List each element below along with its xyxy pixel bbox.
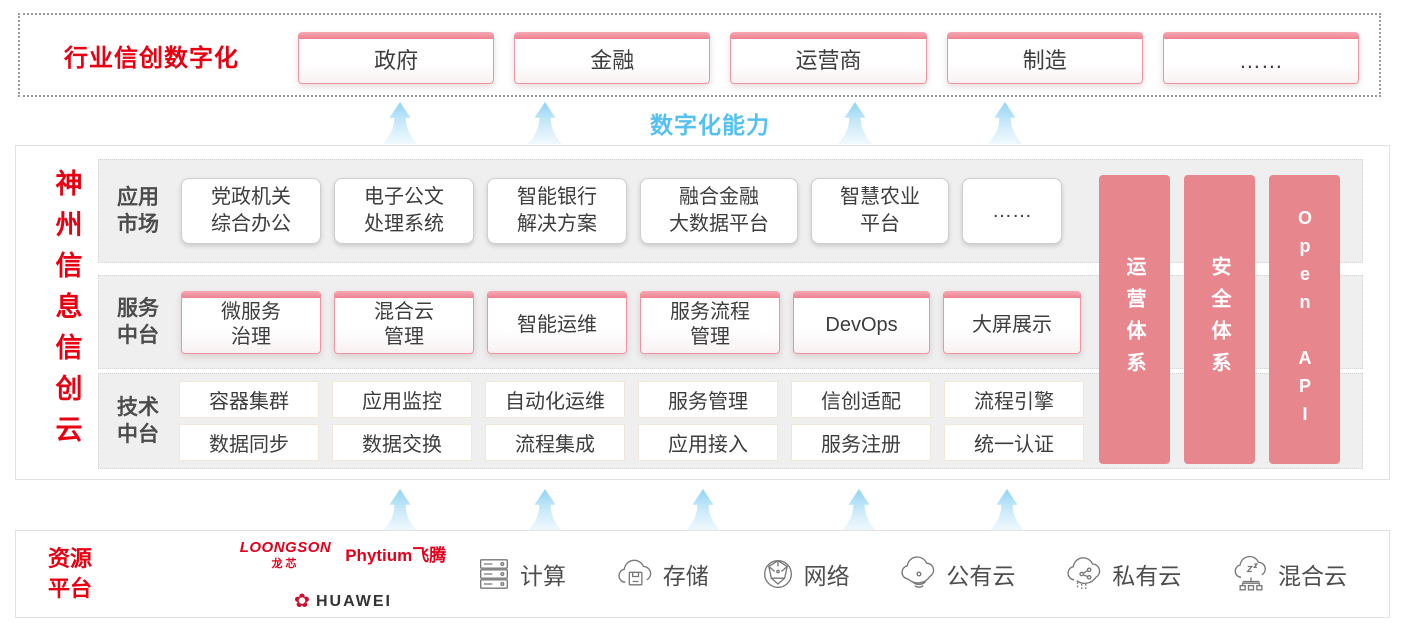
- side-bar-open-api[interactable]: Open API: [1269, 175, 1340, 464]
- banner-title: 行业信创数字化: [64, 44, 239, 72]
- service-box-microservice[interactable]: 微服务 治理: [181, 290, 321, 354]
- resource-label: 计算: [520, 563, 566, 589]
- row-label-tech-platform: 技术 中台: [117, 395, 159, 446]
- tech-box-data-exchange[interactable]: 数据交换: [332, 424, 472, 461]
- service-box-intelligent-ops[interactable]: 智能运维: [487, 290, 627, 354]
- resource-title: 资源 平台: [48, 546, 93, 601]
- row-application-market: 应用 市场 党政机关 综合办公 电子公文 处理系统 智能银行 解决方案 融合金融…: [98, 159, 1363, 263]
- resource-label: 私有云: [1112, 563, 1182, 589]
- service-box-big-screen[interactable]: 大屏展示: [943, 290, 1081, 354]
- app-box-finance-bigdata[interactable]: 融合金融 大数据平台: [640, 178, 798, 244]
- up-arrow-icon: [527, 102, 563, 144]
- up-arrow-icon: [685, 489, 721, 531]
- platform-title: 神州信息信创云: [51, 169, 82, 456]
- network-icon: [763, 559, 792, 588]
- application-box-list: 党政机关 综合办公 电子公文 处理系统 智能银行 解决方案 融合金融 大数据平台…: [181, 178, 1062, 244]
- up-arrow-icon: [527, 489, 563, 531]
- row-service-platform: 服务 中台 微服务 治理 混合云 管理 智能运维 服务流程 管理 DevOps …: [98, 275, 1363, 369]
- app-box-smart-agriculture[interactable]: 智慧农业 平台: [811, 178, 949, 244]
- loongson-wordmark: LOONGSON: [239, 539, 332, 556]
- platform-panel: 神州信息信创云 应用 市场 党政机关 综合办公 电子公文 处理系统 智能银行 解…: [15, 145, 1390, 480]
- tech-box-unified-auth[interactable]: 统一认证: [944, 424, 1084, 461]
- industry-banner: 行业信创数字化 政府 金融 运营商 制造 ……: [18, 13, 1381, 97]
- resource-item-hybrid-cloud[interactable]: 混合云: [1230, 554, 1347, 594]
- resource-label: 网络: [803, 563, 850, 589]
- industry-box-more[interactable]: ……: [1162, 32, 1360, 84]
- tech-box-service-registry[interactable]: 服务注册: [791, 424, 931, 461]
- service-box-hybrid-cloud-mgmt[interactable]: 混合云 管理: [334, 290, 474, 354]
- private-cloud-icon: [1067, 557, 1101, 589]
- industry-box-operator[interactable]: 运营商: [730, 32, 927, 84]
- resource-item-list: 计算 存储 网络 公有云: [474, 531, 1347, 617]
- loongson-chinese: 龙芯: [271, 558, 300, 570]
- tech-box-process-engine[interactable]: 流程引擎: [944, 381, 1084, 418]
- up-arrow-icon: [837, 102, 873, 144]
- resource-item-storage[interactable]: 存储: [615, 554, 709, 594]
- app-box-edoc-system[interactable]: 电子公文 处理系统: [334, 178, 474, 244]
- up-arrow-icon: [382, 489, 418, 531]
- app-box-more[interactable]: ……: [962, 178, 1062, 244]
- resource-label: 混合云: [1277, 563, 1347, 589]
- compute-icon: [480, 559, 508, 589]
- side-bar-security-system[interactable]: 安全体系: [1184, 175, 1255, 464]
- app-box-party-gov-office[interactable]: 党政机关 综合办公: [181, 178, 321, 244]
- loongson-logo: LOONGSON 龙芯: [240, 539, 332, 571]
- up-arrow-icon: [841, 489, 877, 531]
- row-label-application-market: 应用 市场: [117, 185, 159, 236]
- up-arrow-icon: [987, 102, 1023, 144]
- tech-box-automated-ops[interactable]: 自动化运维: [485, 381, 625, 418]
- resource-item-public-cloud[interactable]: 公有云: [898, 554, 1015, 594]
- service-box-list: 微服务 治理 混合云 管理 智能运维 服务流程 管理 DevOps 大屏展示: [181, 290, 1081, 354]
- resource-item-private-cloud[interactable]: 私有云: [1064, 554, 1181, 594]
- hybrid-cloud-icon: [1234, 555, 1266, 591]
- resource-label: 存储: [662, 563, 709, 589]
- resource-item-compute[interactable]: 计算: [474, 554, 566, 594]
- app-box-smart-banking[interactable]: 智能银行 解决方案: [487, 178, 627, 244]
- industry-box-manufacturing[interactable]: 制造: [946, 32, 1143, 84]
- capability-label: 数字化能力: [650, 112, 770, 138]
- up-arrow-icon: [989, 489, 1025, 531]
- industry-box-finance[interactable]: 金融: [514, 32, 711, 84]
- tech-box-app-access[interactable]: 应用接入: [638, 424, 778, 461]
- tech-box-grid: 容器集群 应用监控 自动化运维 服务管理 信创适配 流程引擎 数据同步 数据交换…: [179, 381, 1084, 461]
- tech-box-app-monitoring[interactable]: 应用监控: [332, 381, 472, 418]
- resource-panel: 资源 平台 LOONGSON 龙芯 Phytium飞腾 ✿ HUAWEI 计算: [15, 530, 1390, 618]
- side-bar-operations-system[interactable]: 运营体系: [1099, 175, 1170, 464]
- vendor-logos: LOONGSON 龙芯 Phytium飞腾 ✿ HUAWEI: [208, 539, 478, 611]
- phytium-logo: Phytium飞腾: [345, 546, 447, 565]
- storage-icon: [618, 559, 652, 586]
- resource-item-network[interactable]: 网络: [758, 554, 850, 594]
- row-label-service-platform: 服务 中台: [117, 296, 159, 347]
- public-cloud-icon: [901, 556, 935, 588]
- huawei-logo: ✿ HUAWEI: [208, 592, 478, 611]
- row-tech-platform: 技术 中台 容器集群 应用监控 自动化运维 服务管理 信创适配 流程引擎 数据同…: [98, 373, 1363, 469]
- service-box-service-process[interactable]: 服务流程 管理: [640, 290, 780, 354]
- tech-box-process-integration[interactable]: 流程集成: [485, 424, 625, 461]
- tech-box-container-cluster[interactable]: 容器集群: [179, 381, 319, 418]
- tech-box-service-mgmt[interactable]: 服务管理: [638, 381, 778, 418]
- industry-box-list: 政府 金融 运营商 制造 ……: [298, 32, 1360, 84]
- tech-box-data-sync[interactable]: 数据同步: [179, 424, 319, 461]
- service-box-devops[interactable]: DevOps: [793, 290, 930, 354]
- resource-label: 公有云: [946, 563, 1016, 589]
- huawei-flower-icon: ✿: [294, 591, 310, 612]
- industry-box-government[interactable]: 政府: [298, 32, 495, 84]
- huawei-wordmark: HUAWEI: [315, 592, 392, 610]
- up-arrow-icon: [382, 102, 418, 144]
- tech-box-xinchuang-adapt[interactable]: 信创适配: [791, 381, 931, 418]
